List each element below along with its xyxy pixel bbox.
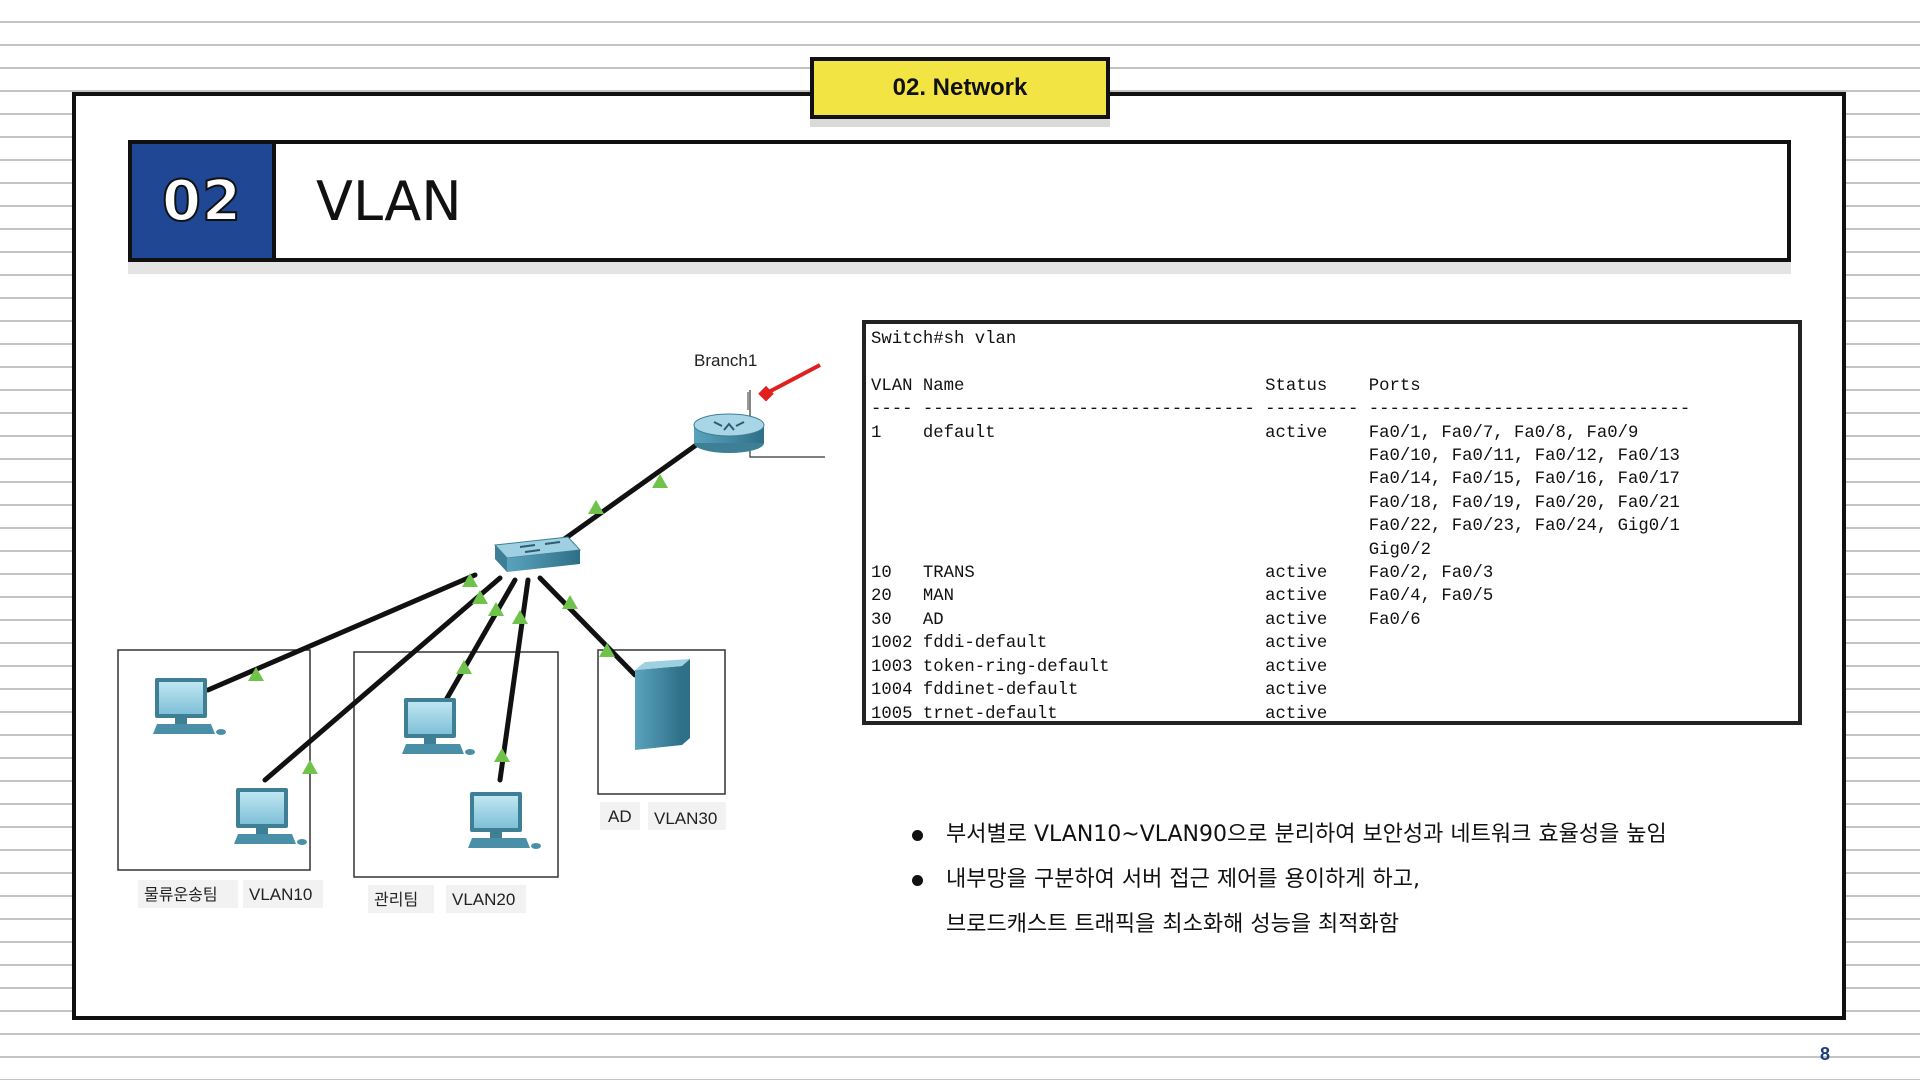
link-indicator (462, 573, 478, 587)
bullet-text: 내부망을 구분하여 서버 접근 제어를 용이하게 하고, (946, 867, 1420, 892)
pc-icon (402, 698, 475, 755)
title-number: 02 (132, 144, 276, 258)
link-indicator (652, 474, 668, 488)
switch-icon (493, 536, 582, 572)
cli-output: Switch#sh vlan VLAN Name Status Ports --… (871, 330, 1691, 724)
link-pc3 (443, 577, 518, 703)
link-indicator (248, 667, 264, 681)
bullet-list: 부서별로 VLAN10~VLAN90으로 분리하여 보안성과 네트워크 효율성을… (910, 812, 1667, 947)
link-server (537, 575, 638, 678)
pc-icon (234, 788, 307, 845)
link-pc2 (262, 575, 503, 783)
bullet-item: 내부망을 구분하여 서버 접근 제어를 용이하게 하고, (910, 857, 1667, 902)
vlan30-team-name: AD (608, 807, 632, 826)
title-bar: 02 VLAN (128, 140, 1791, 262)
bullet-continuation: 브로드캐스트 트래픽을 최소화해 성능을 최적화함 (946, 912, 1400, 937)
link-indicator (512, 610, 528, 624)
vlan10-label: 물류운송팀 VLAN10 (138, 880, 323, 908)
vlan20-group-box (353, 651, 559, 878)
bullet-text: 부서별로 VLAN10~VLAN90으로 분리하여 보안성과 네트워크 효율성을… (946, 822, 1667, 847)
link-indicator (488, 602, 504, 616)
network-links (205, 435, 709, 783)
router-icon (693, 413, 765, 453)
link-indicator (588, 500, 604, 514)
section-tab: 02. Network (810, 57, 1110, 119)
bullet-dot (912, 875, 923, 886)
link-indicator (456, 660, 472, 674)
link-indicators (248, 474, 668, 774)
link-pc4 (497, 577, 531, 783)
link-indicator (472, 590, 488, 604)
page-number: 8 (1820, 1044, 1831, 1064)
server-icon (635, 659, 690, 750)
vlan20-id: VLAN20 (452, 890, 515, 909)
bullet-item: 부서별로 VLAN10~VLAN90으로 분리하여 보안성과 네트워크 효율성을… (910, 812, 1667, 857)
link-pc1 (205, 572, 478, 693)
vlan30-group-box (597, 649, 726, 795)
router-label: Branch1 (694, 351, 757, 370)
page-title: VLAN (316, 169, 462, 233)
bullet-dot (912, 830, 923, 841)
pc-icon (468, 792, 541, 849)
vlan30-label: AD VLAN30 (600, 802, 726, 830)
network-topology-diagram: Branch1 (117, 351, 825, 913)
link-indicator (562, 595, 578, 609)
link-indicator (599, 643, 615, 657)
vlan20-team-name: 관리팀 (374, 890, 418, 909)
cli-output-box: Switch#sh vlan VLAN Name Status Ports --… (862, 320, 1802, 725)
cropped-frame-line (749, 390, 825, 458)
vlan10-id: VLAN10 (249, 885, 312, 904)
vlan10-team-name: 물류운송팀 (144, 885, 218, 904)
wan-link-indicator (758, 385, 774, 402)
link-indicator (494, 748, 510, 762)
vlan20-label: 관리팀 VLAN20 (368, 885, 526, 913)
vlan30-id: VLAN30 (654, 809, 717, 828)
wan-link (764, 363, 821, 396)
router-switch-link (553, 435, 709, 548)
pc-icon (153, 678, 226, 735)
link-indicator (302, 760, 318, 774)
